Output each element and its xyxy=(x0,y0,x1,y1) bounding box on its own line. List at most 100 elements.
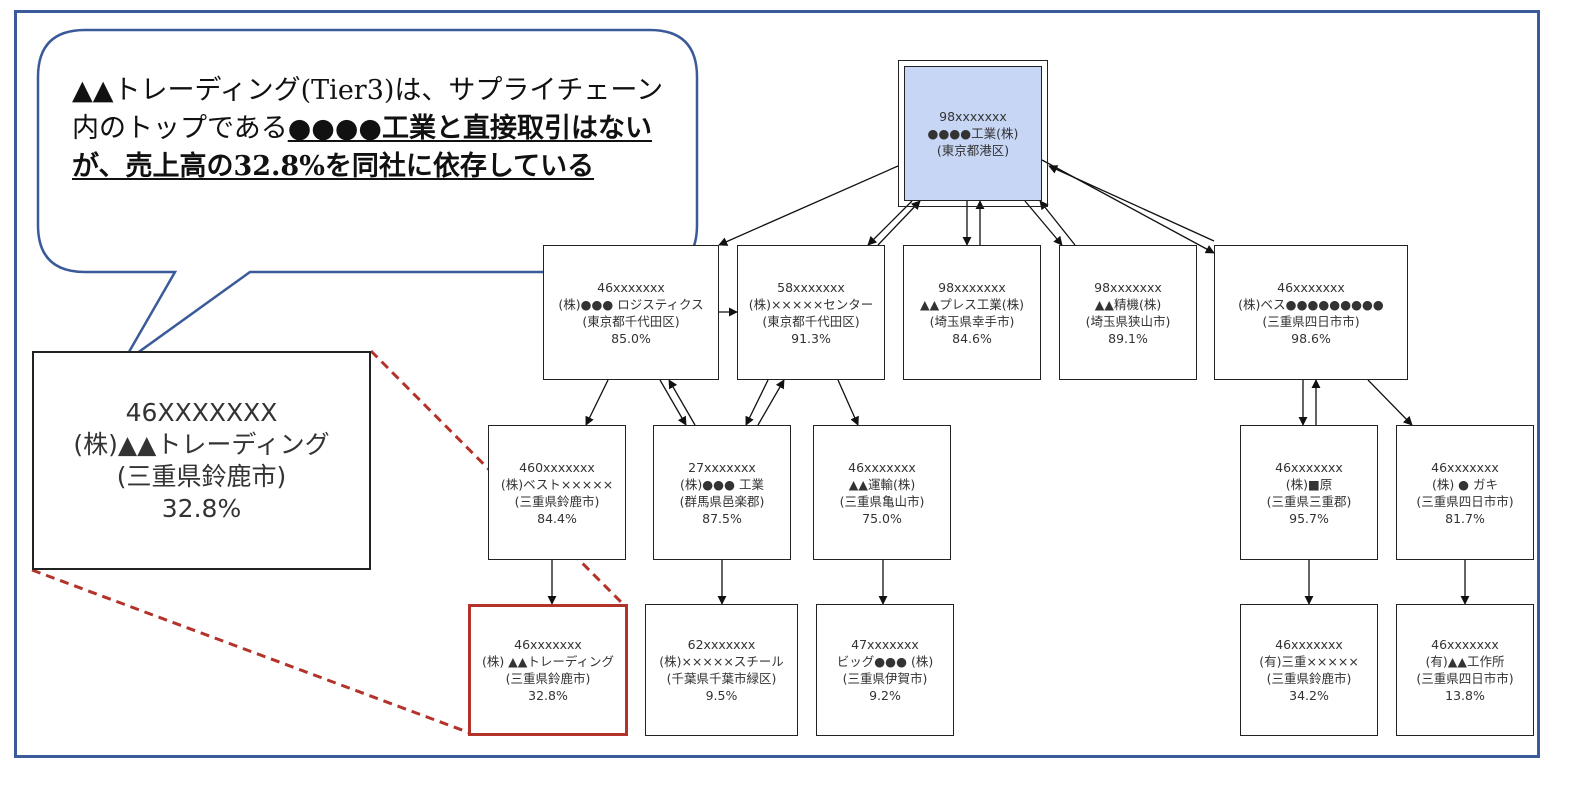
company-node-kogyo: 27xxxxxxx(株)●●● 工業(群馬県邑楽郡)87.5% xyxy=(653,425,791,560)
edges xyxy=(547,159,1470,605)
callout-text: ▲▲トレーディング(Tier3)は、サプライチェーン内のトップである●●●●工業… xyxy=(72,72,672,186)
node-share: 95.7% xyxy=(1289,510,1329,526)
node-id: 27xxxxxxx xyxy=(688,459,756,475)
company-node-hara: 46xxxxxxx(株)■原(三重県三重郡)95.7% xyxy=(1240,425,1378,560)
node-id: 46xxxxxxx xyxy=(1277,279,1345,295)
company-node-center: 58xxxxxxx(株)×××××センター(東京都千代田区)91.3% xyxy=(737,245,885,380)
node-location: (東京都港区) xyxy=(936,143,1010,158)
node-location: (三重県三重郡) xyxy=(1266,493,1352,509)
node-location: (三重県四日市市) xyxy=(1262,313,1360,329)
company-node-bes: 46xxxxxxx(株)ベス●●●●●●●●●(三重県四日市市)98.6% xyxy=(1214,245,1408,380)
node-id: 98xxxxxxx xyxy=(1094,279,1162,295)
node-name: (有)▲▲工作所 xyxy=(1425,654,1505,669)
node-id: 98xxxxxxx xyxy=(938,279,1006,295)
node-share: 89.1% xyxy=(1108,330,1148,346)
node-share: 32.8% xyxy=(528,688,568,703)
edge-arrow xyxy=(718,165,899,246)
node-location: (三重県亀山市) xyxy=(839,493,925,509)
edge-arrow xyxy=(837,379,859,426)
node-location: (千葉県千葉市緑区) xyxy=(666,671,777,686)
callout-bubble xyxy=(36,28,699,366)
node-name: ▲▲運輸(株) xyxy=(848,476,916,492)
node-name: (株)●●● ロジスティクス xyxy=(558,296,704,312)
node-id: 62xxxxxxx xyxy=(687,637,756,652)
node-name: (株)×××××センター xyxy=(748,296,874,312)
company-node-seiki: 98xxxxxxx▲▲精機(株)(埼玉県狭山市)89.1% xyxy=(1059,245,1197,380)
node-location: (三重県伊賀市) xyxy=(842,671,928,686)
node-name: (株) ● ガキ xyxy=(1431,476,1499,492)
node-location: (三重県四日市市) xyxy=(1416,493,1514,509)
edge-arrow xyxy=(1024,200,1063,246)
node-name: ▲▲精機(株) xyxy=(1094,296,1162,312)
node-id: 46xxxxxxx xyxy=(1275,637,1343,652)
node-id: 46xxxxxxx xyxy=(597,279,665,295)
node-share: 91.3% xyxy=(791,330,831,346)
company-node-big: 47xxxxxxx ビッグ●●● (株) (三重県伊賀市) 9.2% xyxy=(816,604,954,736)
edge-arrow xyxy=(745,379,769,426)
node-location: (東京都千代田区) xyxy=(762,313,860,329)
edge-arrow xyxy=(585,379,609,426)
edge-arrow xyxy=(1039,200,1076,246)
callout-plain: ▲▲トレーディング(Tier3)は、サプライチェーン内のトップである xyxy=(72,75,664,144)
node-name: (株) ▲▲トレーディング xyxy=(481,654,615,669)
node-location: (東京都千代田区) xyxy=(582,313,680,329)
company-node-works: 46xxxxxxx(有)▲▲工作所(三重県四日市市)13.8% xyxy=(1396,604,1534,736)
node-location: (三重県鈴鹿市) xyxy=(505,671,591,686)
node-name: (株)●●● 工業 xyxy=(680,476,764,492)
node-share: 81.7% xyxy=(1445,510,1485,526)
company-node-top: 98xxxxxxx ●●●●工業(株) (東京都港区) xyxy=(898,60,1048,207)
edge-arrow xyxy=(1367,379,1413,426)
edge-arrow xyxy=(1048,165,1215,242)
zoom-name: (株)▲▲トレーディング xyxy=(73,429,330,459)
node-share: 13.8% xyxy=(1445,688,1485,703)
node-share: 84.6% xyxy=(952,330,992,346)
node-id: 58xxxxxxx xyxy=(777,279,845,295)
node-name: ▲▲プレス工業(株) xyxy=(920,296,1024,312)
node-id: 46xxxxxxx xyxy=(514,637,582,652)
node-location: (三重県四日市市) xyxy=(1416,671,1514,686)
node-share: 9.5% xyxy=(705,688,738,703)
node-name: ビッグ●●● (株) xyxy=(836,654,934,669)
zoom-inset: 46XXXXXXX (株)▲▲トレーディング (三重県鈴鹿市) 32.8% xyxy=(32,351,371,570)
node-share: 87.5% xyxy=(702,510,742,526)
node-share: 75.0% xyxy=(862,510,902,526)
node-share: 98.6% xyxy=(1291,330,1331,346)
company-node-log: 46xxxxxxx(株)●●● ロジスティクス(東京都千代田区)85.0% xyxy=(543,245,719,380)
node-id: 98xxxxxxx xyxy=(939,109,1007,124)
edge-arrow xyxy=(757,379,785,426)
node-name: ●●●●工業(株) xyxy=(927,126,1019,141)
node-share: 9.2% xyxy=(869,688,901,703)
node-id: 46xxxxxxx xyxy=(848,459,916,475)
figure-frame xyxy=(14,10,1540,758)
company-node-unyu: 46xxxxxxx▲▲運輸(株)(三重県亀山市)75.0% xyxy=(813,425,951,560)
node-name: (株)ベスト××××× xyxy=(500,476,614,492)
company-node-trading: 46xxxxxxx (株) ▲▲トレーディング (三重県鈴鹿市) 32.8% xyxy=(468,604,628,736)
edge-arrow xyxy=(867,200,913,246)
node-id: 46xxxxxxx xyxy=(1431,459,1499,475)
callout-emphasis: ●●●●工業と直接取引はないが、売上高の32.8%を同社に依存している xyxy=(72,113,652,182)
node-share: 84.4% xyxy=(537,510,577,526)
node-location: (埼玉県狭山市) xyxy=(1085,313,1171,329)
node-name: (株)■原 xyxy=(1285,476,1333,492)
company-node-mie: 46xxxxxxx (有)三重××××× (三重県鈴鹿市) 34.2% xyxy=(1240,604,1378,736)
node-name: (株)ベス●●●●●●●●● xyxy=(1238,296,1384,312)
node-id: 47xxxxxxx xyxy=(851,637,919,652)
node-id: 46xxxxxxx xyxy=(1275,459,1343,475)
node-id: 460xxxxxxx xyxy=(519,459,595,475)
node-location: (埼玉県幸手市) xyxy=(929,313,1015,329)
company-node-best: 460xxxxxxx(株)ベスト×××××(三重県鈴鹿市)84.4% xyxy=(488,425,626,560)
node-share: 34.2% xyxy=(1289,688,1329,703)
edge-arrow xyxy=(668,379,696,426)
node-name: (株)×××××スチール xyxy=(659,654,784,669)
zoom-share: 32.8% xyxy=(161,493,242,523)
node-name: (有)三重××××× xyxy=(1259,654,1359,669)
zoom-location: (三重県鈴鹿市) xyxy=(116,461,287,491)
edge-arrow xyxy=(659,379,687,426)
company-node-steel: 62xxxxxxx (株)×××××スチール (千葉県千葉市緑区) 9.5% xyxy=(645,604,798,736)
zoom-id: 46XXXXXXX xyxy=(125,397,278,427)
node-location: (三重県鈴鹿市) xyxy=(514,493,600,509)
node-location: (三重県鈴鹿市) xyxy=(1266,671,1352,686)
node-location: (群馬県邑楽郡) xyxy=(679,493,765,509)
company-node-gaki: 46xxxxxxx(株) ● ガキ(三重県四日市市)81.7% xyxy=(1396,425,1534,560)
